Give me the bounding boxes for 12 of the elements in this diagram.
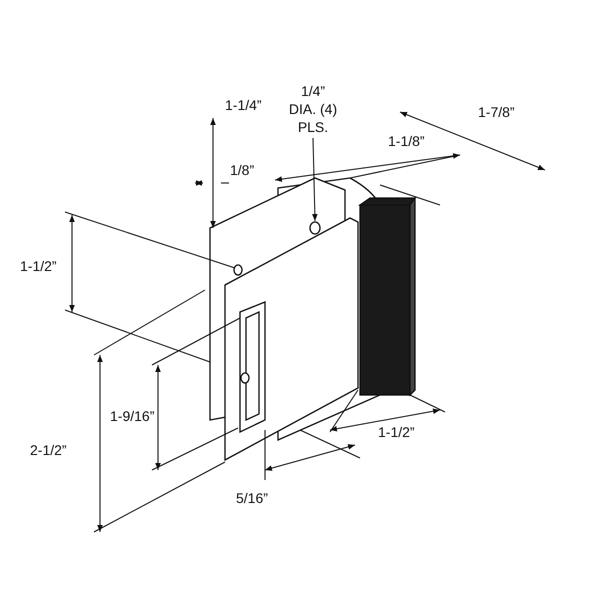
callout-label: 1/4” DIA. (4) PLS. — [286, 82, 340, 136]
dimension-label: 1-1/4” — [225, 97, 262, 113]
dimension-label: 5/16” — [236, 490, 268, 506]
dimension-label: 2-1/2” — [30, 442, 67, 458]
leader-line — [312, 138, 318, 222]
dimension-label: 1-9/16” — [110, 408, 154, 424]
dimension-label: 1-7/8” — [478, 104, 515, 120]
dimension-label: 1-1/2” — [20, 258, 57, 274]
dimension-label: 1-1/2” — [378, 424, 415, 440]
dimension-label: 1/8” — [230, 162, 254, 178]
dimension-label: 1-1/8” — [388, 133, 425, 149]
mounting-hole — [309, 221, 321, 235]
